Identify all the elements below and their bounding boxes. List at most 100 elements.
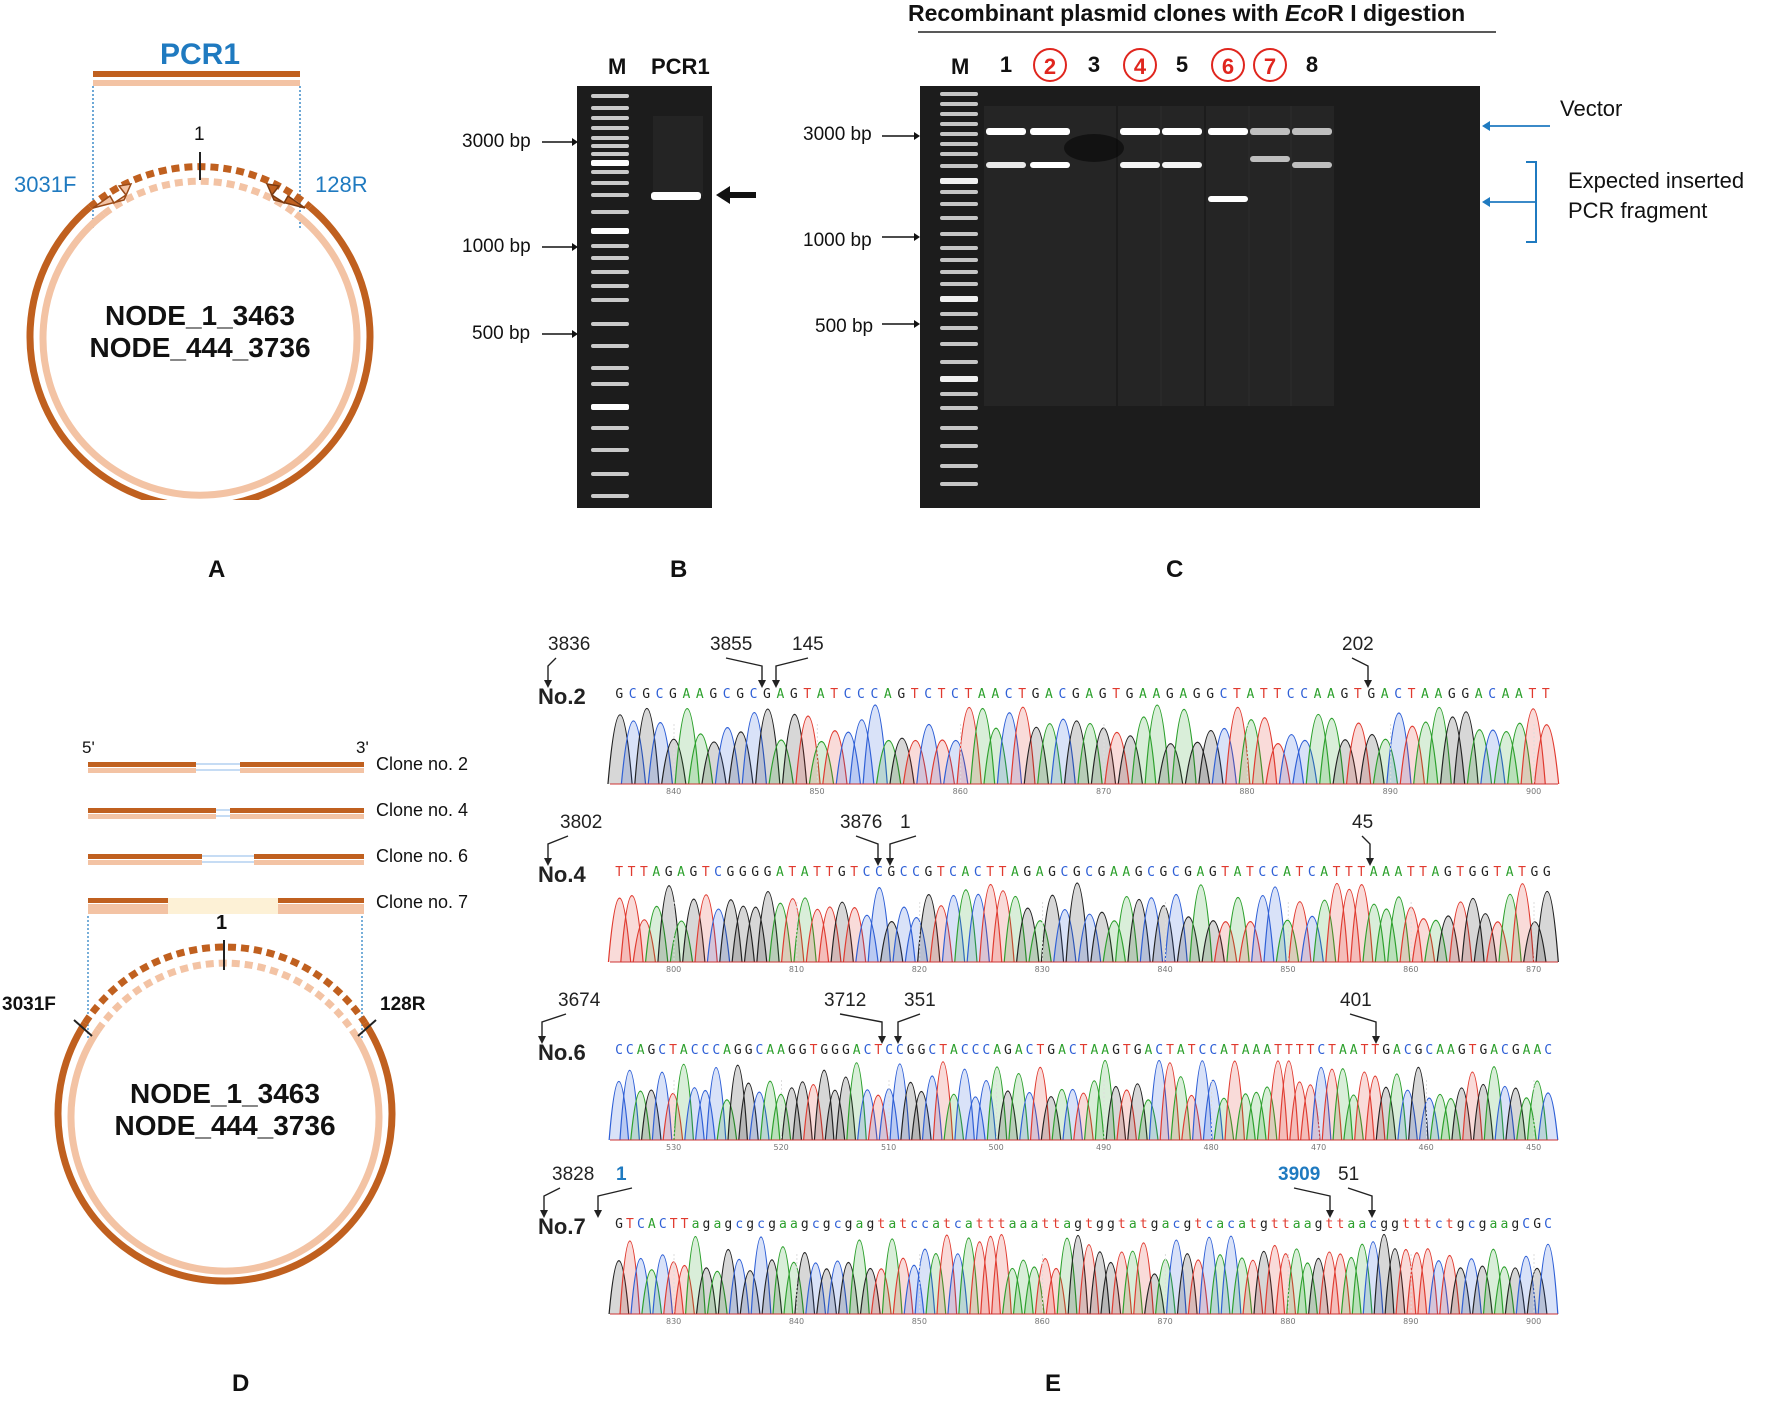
- base-call: A: [1085, 687, 1093, 702]
- trace-peak: [1090, 727, 1117, 785]
- pcr1-band: [651, 192, 701, 200]
- trace-axis-tick: 860: [1035, 1317, 1050, 1326]
- trace-peak: [1305, 713, 1332, 785]
- base-call: G: [1458, 1043, 1466, 1058]
- panel-b-lane-m: M: [608, 54, 627, 79]
- trace-peak: [1225, 707, 1251, 785]
- base-call: c: [921, 1217, 929, 1232]
- position-label: 1: [900, 812, 911, 833]
- base-call: a: [1490, 1217, 1498, 1232]
- position-arrow: [597, 1187, 633, 1214]
- trace-axis-tick: 800: [666, 965, 681, 974]
- ladder-band: [940, 152, 978, 156]
- trace-peak: [1448, 901, 1473, 963]
- base-call: T: [1307, 1043, 1315, 1058]
- base-call: a: [1020, 1217, 1028, 1232]
- trace-peak: [1148, 1060, 1170, 1141]
- trace-peak: [1264, 1244, 1286, 1315]
- position-arrowhead: [878, 1036, 886, 1044]
- position-label: 3876: [840, 812, 882, 833]
- trace-peak: [1253, 1250, 1275, 1315]
- trace-peak: [1040, 894, 1065, 963]
- base-call: C: [1317, 1043, 1325, 1058]
- base-call: A: [1382, 865, 1390, 880]
- base-call: G: [751, 865, 759, 880]
- base-call: A: [1393, 1043, 1401, 1058]
- base-call: C: [900, 865, 908, 880]
- base-call: G: [734, 1043, 742, 1058]
- position-arrow: [1349, 1013, 1377, 1040]
- trace-peak: [1170, 1076, 1192, 1141]
- ladder-band: [591, 448, 629, 452]
- base-call: a: [1293, 1217, 1301, 1232]
- base-call: C: [1394, 687, 1402, 702]
- panel-c-marker-500: 500 bp: [815, 316, 874, 337]
- base-call: T: [1285, 1043, 1293, 1058]
- base-call: A: [1263, 1043, 1271, 1058]
- base-call: g: [1315, 1217, 1323, 1232]
- trace-peak: [1077, 913, 1102, 963]
- base-call: A: [1523, 1043, 1531, 1058]
- base-call: c: [735, 1217, 743, 1232]
- ladder-band: [591, 106, 629, 110]
- trace-peak: [892, 906, 916, 963]
- ladder-band: [591, 126, 629, 130]
- position-arrowhead: [1364, 680, 1372, 688]
- trace-peak: [781, 713, 808, 785]
- ladder-band: [591, 404, 629, 410]
- base-call: A: [1246, 687, 1254, 702]
- ladder-band: [940, 376, 978, 382]
- trace-peak: [717, 1248, 739, 1315]
- trace-peak: [1275, 920, 1300, 963]
- trace-axis-tick: 530: [666, 1143, 681, 1152]
- trace-peak: [1275, 1253, 1297, 1315]
- trace-peak: [1332, 739, 1358, 785]
- base-call: t: [1326, 1217, 1334, 1232]
- base-call: A: [1177, 1043, 1185, 1058]
- position-arrowhead: [1368, 1210, 1376, 1218]
- base-call: T: [1354, 687, 1362, 702]
- base-call: T: [999, 865, 1007, 880]
- base-call: T: [938, 687, 946, 702]
- vector-band: [1292, 128, 1332, 135]
- panel-a-reverse-primer: 128R: [315, 172, 368, 197]
- position-arrowhead: [538, 1036, 546, 1044]
- trace-peak: [1231, 1257, 1253, 1315]
- trace-peak: [914, 1248, 936, 1315]
- trace-peak: [701, 741, 727, 785]
- trace-peak: [1077, 722, 1103, 785]
- panel-b-marker-1000: 1000 bp: [462, 236, 531, 257]
- trace-peak: [1226, 896, 1250, 963]
- trace-peak: [1028, 920, 1052, 963]
- trace-peak: [1012, 1259, 1034, 1315]
- trace-peak: [1288, 901, 1312, 963]
- panel-d-reverse-primer: 128R: [380, 994, 426, 1015]
- trace-peak: [1051, 1088, 1073, 1141]
- trace-peak: [741, 712, 768, 785]
- trace-axis-tick: 860: [953, 787, 968, 796]
- trace-peak: [684, 1236, 706, 1315]
- base-call: t: [877, 1217, 885, 1232]
- trace-peak: [1213, 1098, 1235, 1141]
- base-call: T: [1018, 687, 1026, 702]
- trace-axis-tick: 830: [666, 1317, 681, 1326]
- panel-a-node-line2: NODE_444_3736: [89, 332, 311, 363]
- base-call: G: [615, 1217, 623, 1232]
- position-label: 45: [1352, 812, 1373, 833]
- base-call: A: [1179, 687, 1187, 702]
- position-arrow: [1293, 1187, 1331, 1214]
- position-label: 3855: [710, 634, 752, 655]
- base-call: T: [1456, 865, 1464, 880]
- trace-axis-tick: 900: [1526, 1317, 1541, 1326]
- d-reverse-primer-tick: [357, 1019, 377, 1037]
- base-call: A: [801, 865, 809, 880]
- base-call: C: [637, 1217, 645, 1232]
- base-call: C: [656, 687, 664, 702]
- base-call: G: [615, 687, 623, 702]
- position-arrowhead: [874, 858, 882, 866]
- trace-peak: [1191, 1060, 1213, 1141]
- base-call: A: [1283, 865, 1291, 880]
